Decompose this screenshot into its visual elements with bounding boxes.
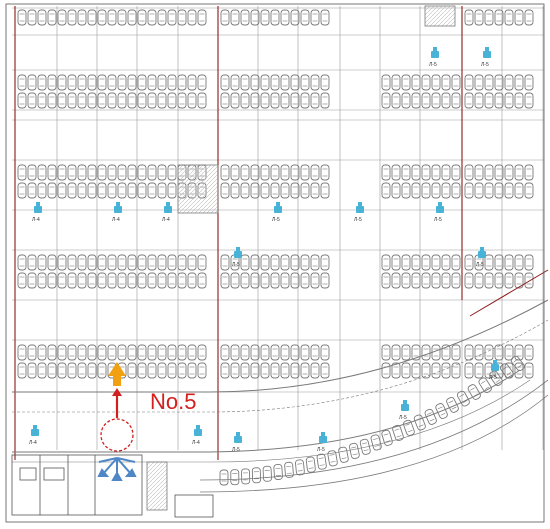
camera-label: Л-5 (317, 447, 325, 453)
camera-label: Л-4 (112, 217, 120, 223)
camera-icon[interactable]: Л-5 (232, 247, 242, 268)
camera-label: Л-4 (32, 217, 40, 223)
camera-icon[interactable]: Л-4 (32, 202, 42, 223)
camera-label: Л-4 (162, 217, 170, 223)
camera-label: Л-5 (429, 62, 437, 68)
camera-icon[interactable]: Л-5 (354, 202, 364, 223)
red-arrow-head (112, 388, 122, 396)
camera-label: Л-5 (232, 447, 240, 453)
camera-label: Л-5 (476, 262, 484, 268)
camera-label: Л-5 (272, 217, 280, 223)
structural-grid (12, 6, 544, 460)
camera-icon[interactable]: Л-5 (489, 360, 499, 381)
stair-block (424, 5, 456, 27)
camera-label: Л-4 (192, 440, 200, 446)
fan-arrows-icon (97, 457, 137, 481)
camera-icon[interactable]: Л-4 (192, 425, 202, 446)
service-rooms (11, 454, 214, 518)
camera-label: Л-5 (434, 217, 442, 223)
curved-driveway (12, 269, 549, 493)
camera-label: Л-5 (232, 262, 240, 268)
stair-block-bottom (146, 461, 168, 511)
target-circle (100, 418, 134, 452)
camera-icon[interactable]: Л-5 (481, 47, 491, 68)
camera-label: Л-5 (354, 217, 362, 223)
arrow-up-icon (108, 362, 126, 386)
camera-icon[interactable]: Л-5 (399, 400, 409, 421)
camera-label: Л-5 (399, 415, 407, 421)
camera-icon[interactable]: Л-5 (434, 202, 444, 223)
sheet-border (5, 3, 545, 523)
camera-icon[interactable]: Л-4 (162, 202, 172, 223)
camera-label: Л-5 (481, 62, 489, 68)
camera-icon[interactable]: Л-5 (317, 432, 327, 453)
camera-icon[interactable]: Л-5 (232, 432, 242, 453)
camera-icon[interactable]: Л-4 (29, 425, 39, 446)
camera-icon[interactable]: Л-5 (272, 202, 282, 223)
camera-label: Л-5 (489, 375, 497, 381)
camera-label: Л-4 (29, 440, 37, 446)
camera-no5-marker[interactable]: No.5 (97, 362, 196, 481)
camera-icon[interactable]: Л-5 (429, 47, 439, 68)
hatched-void (177, 164, 219, 214)
camera-icon[interactable]: Л-4 (112, 202, 122, 223)
camera-icon[interactable]: Л-5 (476, 247, 486, 268)
marker-label: No.5 (150, 389, 196, 414)
